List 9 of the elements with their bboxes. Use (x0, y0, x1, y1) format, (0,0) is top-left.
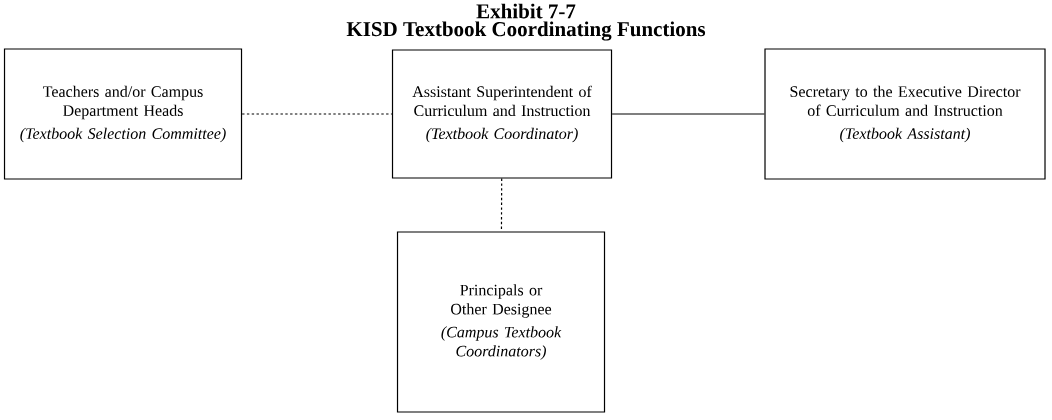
role-box: Teachers and/or Campus Department Heads (Textbook Selection Committee) (3, 48, 243, 180)
dotted-line (241, 113, 393, 115)
dotted-line (500, 178, 503, 232)
exhibit-number: Exhibit 7-7 (476, 3, 576, 19)
connector-line (611, 113, 765, 115)
role-box: Principals or Other Designee (Campus Textbook Coordinators) (396, 231, 606, 413)
title: KISD Textbook Coordinating Functions (346, 21, 706, 41)
role-box: Secretary to the Executive Director of Curriculum and Instruction (Textbook Assistant) (764, 48, 1046, 180)
role-box: Assistant Superintendent of Curriculum and Instruction (Textbook Coordinator) (391, 49, 613, 179)
